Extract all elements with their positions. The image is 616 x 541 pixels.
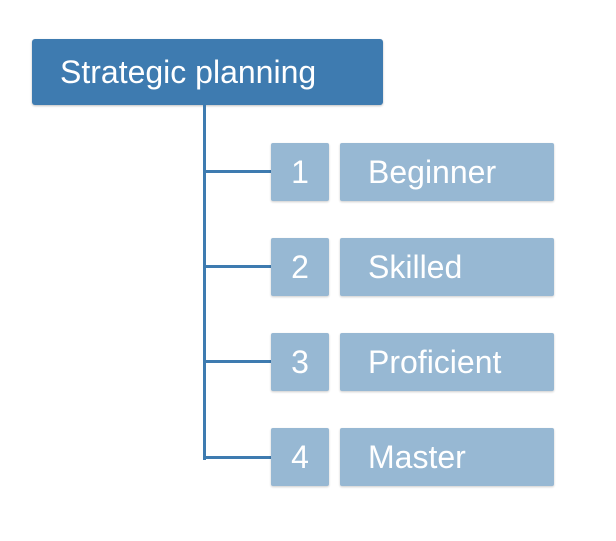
level-label-box-proficient: Proficient [340, 333, 554, 391]
branch-connector-2 [203, 265, 271, 268]
level-label: Beginner [368, 154, 497, 190]
trunk-connector-line [203, 105, 206, 460]
level-number: 3 [291, 344, 309, 380]
level-number-box-1: 1 [271, 143, 329, 201]
level-label: Master [368, 439, 466, 475]
level-number-box-2: 2 [271, 238, 329, 296]
branch-connector-4 [203, 456, 271, 459]
root-node-label: Strategic planning [60, 54, 317, 90]
branch-connector-3 [203, 360, 271, 363]
level-number-box-4: 4 [271, 428, 329, 486]
level-label-box-master: Master [340, 428, 554, 486]
level-label: Skilled [368, 249, 463, 285]
level-label-box-beginner: Beginner [340, 143, 554, 201]
level-number: 2 [291, 249, 309, 285]
level-number: 4 [291, 439, 309, 475]
level-label: Proficient [368, 344, 502, 380]
root-node-strategic-planning: Strategic planning [32, 39, 383, 105]
level-label-box-skilled: Skilled [340, 238, 554, 296]
level-number: 1 [291, 154, 309, 190]
branch-connector-1 [203, 170, 271, 173]
level-number-box-3: 3 [271, 333, 329, 391]
